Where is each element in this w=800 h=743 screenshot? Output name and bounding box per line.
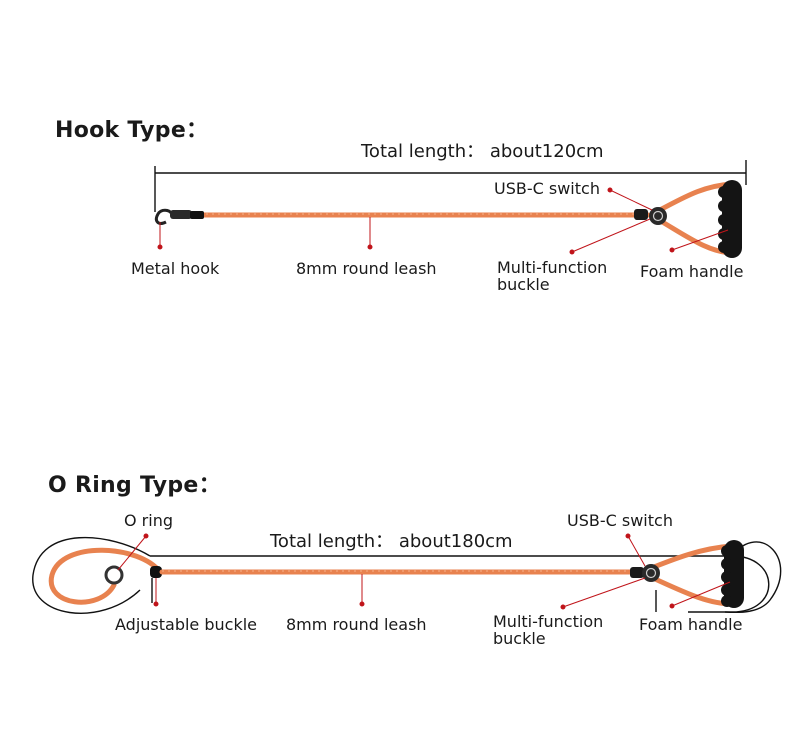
o-ring-type-title: O Ring Type： [48,473,221,498]
o-ring-type-diagram [32,533,782,614]
hook-type-title: Hook Type： [55,118,209,143]
hook-round-leash-label: 8mm round leash [296,259,437,278]
o-ring-total-length: Total length： about180cm [270,531,513,552]
hook-multi-buckle-label: Multi-function buckle [497,258,608,294]
hook-usb-switch-label: USB-C switch [494,179,600,198]
adjustable-buckle-icon [150,566,162,578]
o-ring-adjustable-buckle-label: Adjustable buckle [115,615,257,634]
hook-metal-hook-label: Metal hook [131,259,220,278]
o-ring-loop-rope [48,547,163,605]
o-ring-round-leash-label: 8mm round leash [286,615,427,634]
o-ring-multi-buckle-icon [630,564,660,582]
hook-foam-handle-label: Foam handle [640,262,744,281]
hook-length-dimension [154,160,747,212]
o-ring-usb-switch-label: USB-C switch [567,511,673,530]
metal-hook-icon [154,208,204,225]
hook-type-diagram [154,160,747,258]
hook-multi-buckle-icon [634,207,667,225]
o-ring-foam-handle-label: Foam handle [639,615,743,634]
o-ring-multi-buckle-label: Multi-function buckle [493,612,604,648]
o-ring-icon [104,565,124,585]
hook-pointers [157,187,729,255]
hook-total-length: Total length： about120cm [361,141,604,162]
o-ring-pointers [117,533,731,610]
o-ring-label: O ring [124,511,173,530]
